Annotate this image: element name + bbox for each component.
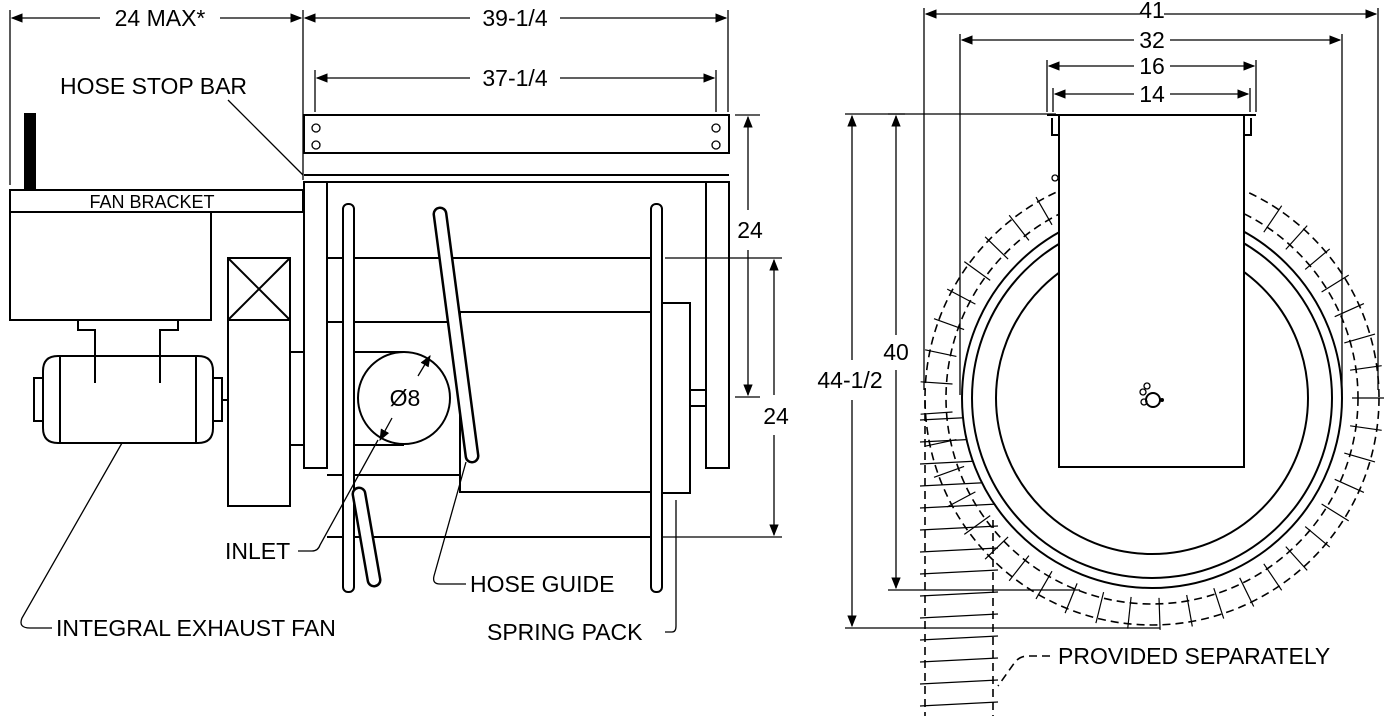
hose-tick	[1285, 225, 1308, 250]
hose-tick	[1321, 503, 1350, 522]
hose-tick	[1350, 425, 1382, 431]
hose-tick	[1008, 214, 1030, 241]
hose-tick	[1035, 570, 1053, 600]
dim-stand-inner-label: 14	[1139, 81, 1165, 107]
hub-icon	[1139, 382, 1164, 408]
hose-tick	[1263, 563, 1283, 591]
hose-tick	[1344, 333, 1376, 344]
dim-total-height-label: 44-1/2	[817, 367, 882, 393]
spring-pack	[661, 302, 691, 494]
bracket-post	[24, 113, 36, 190]
hose-stop-bar-label: HOSE STOP BAR	[60, 73, 247, 99]
hose-tick	[1344, 452, 1376, 463]
integral-exhaust-fan-leader	[20, 442, 123, 629]
dim-stand-height: 40	[883, 113, 1080, 591]
dim-stand-outer: 16	[1046, 53, 1257, 112]
hose-tick	[1321, 274, 1350, 293]
dim-total-height: 44-1/2	[817, 113, 1160, 629]
hose-tick	[919, 525, 999, 531]
hose-tick	[963, 515, 991, 535]
dim-inner-width-label: 37-1/4	[482, 65, 547, 91]
hose-tick	[919, 547, 999, 553]
hose-tick	[1334, 478, 1365, 493]
provided-separately-leader	[997, 655, 1050, 687]
hose-tick	[919, 635, 999, 641]
inlet-diameter-label: Ø8	[390, 385, 421, 411]
hose-tick	[1350, 365, 1382, 371]
dim-inner-width: 37-1/4	[314, 65, 717, 112]
frame-leg-left	[303, 181, 328, 469]
dim-overall-diameter-label: 41	[1139, 0, 1165, 23]
hose-guide	[351, 206, 480, 588]
spring-pack-label: SPRING PACK	[487, 619, 643, 645]
hose-tick	[919, 591, 999, 597]
dim-overall-diameter: 41	[923, 0, 1379, 390]
drum-disc-left	[342, 203, 355, 593]
hose-tick	[963, 261, 991, 281]
hose-tick	[984, 236, 1009, 260]
dim-drum-diameter-label: 32	[1139, 27, 1165, 53]
hose-tick	[920, 381, 953, 385]
hose-tick	[919, 701, 999, 707]
hose-tick	[1095, 591, 1105, 624]
dim-frame-height: 24	[735, 114, 763, 398]
hose-tick	[1035, 196, 1053, 226]
dim-stand-height-label: 40	[883, 339, 909, 365]
stand	[1047, 114, 1256, 468]
inlet-leader	[298, 439, 379, 552]
hose-stop-bar-leader	[227, 99, 304, 176]
side-view: 24 MAX* 39-1/4 37-1/4 HOSE STOP BAR	[9, 5, 789, 645]
drum-disc-right	[650, 203, 663, 593]
hose-tick	[1064, 583, 1078, 614]
integral-exhaust-fan-label: INTEGRAL EXHAUST FAN	[56, 615, 336, 641]
dim-max-offset-label: 24 MAX*	[115, 5, 206, 31]
dim-overall-width: 39-1/4	[303, 5, 729, 112]
dim-stand-inner: 14	[1052, 81, 1251, 112]
hose-tick	[919, 503, 999, 509]
hose-tick	[1304, 248, 1331, 270]
hose-tick	[1239, 577, 1255, 607]
inlet: Ø8	[354, 351, 451, 446]
fan-bracket: FAN BRACKET	[9, 113, 304, 321]
hose-tick	[1334, 303, 1365, 318]
hose-tick	[1304, 526, 1331, 548]
hose-tick	[1127, 596, 1132, 629]
hose-tick	[946, 288, 976, 305]
dim-overall-width-label: 39-1/4	[482, 5, 547, 31]
hose-tick	[920, 411, 953, 415]
hose-guide-leader	[432, 461, 467, 585]
exhaust-fan-motor	[33, 320, 228, 444]
hose-tick	[1213, 588, 1225, 619]
frame-top	[303, 114, 730, 183]
dim-drum-diameter: 32	[959, 27, 1343, 395]
hose-tick	[1285, 546, 1308, 571]
spring-pack-leader	[665, 500, 677, 633]
hose-tick	[919, 657, 999, 663]
dim-frame-height-label: 24	[737, 217, 763, 243]
front-view: 41 32 16 14	[817, 0, 1384, 716]
dim-drum-height-label: 24	[763, 403, 789, 429]
hose-tick	[1186, 594, 1193, 627]
hose-tick	[1158, 597, 1161, 630]
hose-tick	[1263, 205, 1283, 233]
hose-tick	[1008, 555, 1030, 582]
fan-wheel	[227, 257, 291, 507]
hose-tick	[919, 679, 999, 685]
hose-guide-label: HOSE GUIDE	[470, 571, 614, 597]
inlet-label: INLET	[225, 538, 290, 564]
hose-tick	[946, 491, 976, 508]
hose-tick	[919, 613, 999, 619]
hose-tick	[924, 349, 957, 357]
dim-max-offset: 24 MAX*	[9, 5, 304, 185]
fan-bracket-label: FAN BRACKET	[89, 192, 214, 212]
dim-stand-outer-label: 16	[1139, 53, 1165, 79]
hose-tick	[933, 465, 965, 478]
provided-separately-label: PROVIDED SEPARATELY	[1058, 643, 1330, 669]
hose-tick	[933, 318, 965, 331]
hose-tick	[919, 569, 999, 575]
frame-leg-right	[705, 181, 730, 469]
